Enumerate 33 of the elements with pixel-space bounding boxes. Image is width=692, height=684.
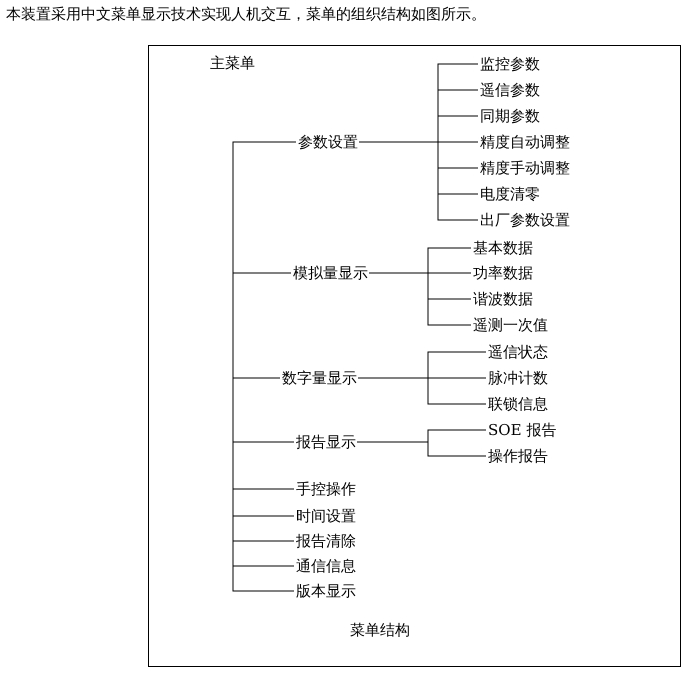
menu-item: 通信信息	[296, 556, 356, 576]
menu-item: 手控操作	[296, 479, 356, 499]
menu-item: 基本数据	[473, 238, 533, 258]
tree-connector	[356, 442, 486, 456]
menu-item: 联锁信息	[488, 394, 548, 414]
tree-connector	[358, 142, 478, 220]
menu-item: 报告清除	[296, 531, 356, 551]
menu-item: 精度手动调整	[480, 158, 570, 178]
menu-item: 同期参数	[480, 106, 540, 126]
menu-item: 功率数据	[473, 263, 533, 283]
menu-item: 精度自动调整	[480, 132, 570, 152]
menu-item: 遥信状态	[488, 342, 548, 362]
intro-sentence: 本装置采用中文菜单显示技术实现人机交互，菜单的组织结构如图所示。	[6, 4, 486, 24]
tree-connector	[368, 272, 472, 326]
menu-item: 主菜单	[210, 53, 255, 73]
menu-item: 出厂参数设置	[480, 210, 570, 230]
menu-item: 谐波数据	[473, 289, 533, 309]
menu-item: 电度清零	[480, 184, 540, 204]
menu-item: 数字量显示	[282, 368, 357, 388]
menu-item: 监控参数	[480, 54, 540, 74]
menu-item: 操作报告	[488, 446, 548, 466]
menu-item: 遥测一次值	[473, 315, 548, 335]
menu-item: 版本显示	[296, 581, 356, 601]
tree-connector	[358, 378, 486, 404]
menu-item: 模拟量显示	[293, 263, 368, 283]
menu-item: 遥信参数	[480, 80, 540, 100]
tree-connector	[232, 142, 296, 144]
menu-item: 参数设置	[298, 132, 358, 152]
menu-item: SOE 报告	[488, 420, 556, 440]
caption: 菜单结构	[350, 620, 410, 640]
menu-item: 时间设置	[296, 506, 356, 526]
menu-item: 报告显示	[296, 432, 356, 452]
menu-item: 脉冲计数	[488, 368, 548, 388]
